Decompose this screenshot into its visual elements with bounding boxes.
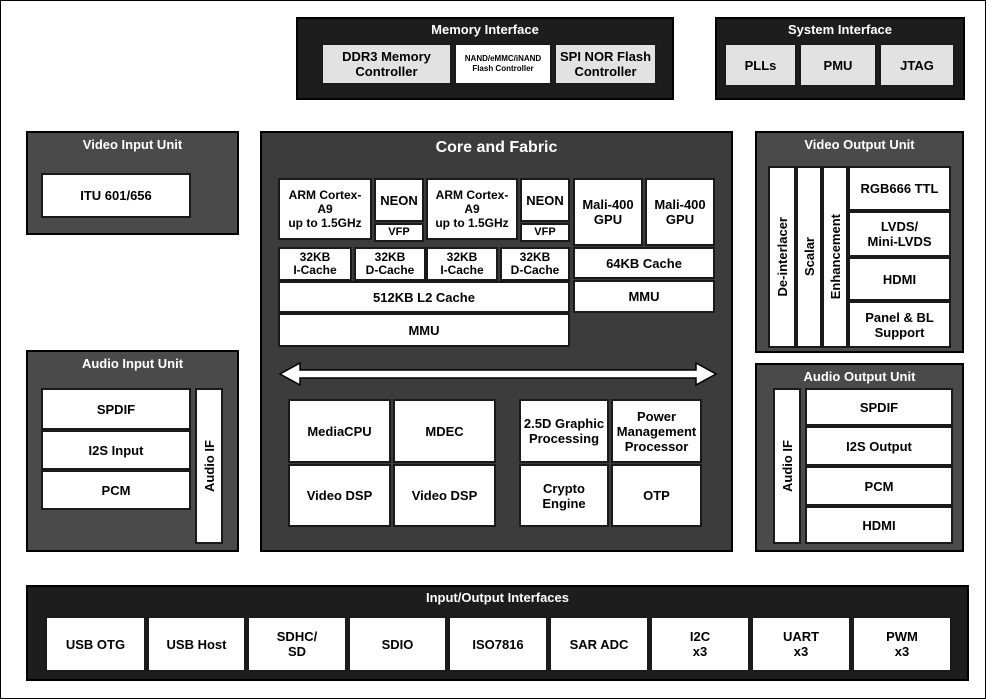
audio-input-if-box: Audio IF	[195, 388, 223, 544]
audio-in-spdif-box: SPDIF	[41, 388, 191, 430]
mediacpu-box: MediaCPU	[288, 399, 391, 463]
audio-output-unit-title: Audio Output Unit	[803, 369, 916, 384]
audio-input-if-label: Audio IF	[201, 440, 217, 492]
audio-input-unit-panel: Audio Input Unit SPDIF I2S Input PCM Aud…	[26, 350, 239, 552]
uart-box: UART x3	[751, 616, 851, 672]
sdhc-sd-box: SDHC/ SD	[247, 616, 347, 672]
nand-flash-controller: NAND/eMMC/iNAND Flash Controller	[454, 43, 552, 85]
cpu0-arm-cortex-a9: ARM Cortex- A9 up to 1.5GHz	[278, 178, 372, 240]
cpu0-d-cache: 32KB D-Cache	[354, 247, 426, 281]
gpu1-mali-400: Mali-400 GPU	[645, 178, 715, 246]
usb-otg-box: USB OTG	[45, 616, 146, 672]
gpu0-mali-400: Mali-400 GPU	[573, 178, 643, 246]
pmu-box: PMU	[799, 43, 877, 87]
cpu1-vfp: VFP	[520, 223, 570, 242]
audio-input-unit-title: Audio Input Unit	[81, 356, 184, 371]
video-output-unit-panel: Video Output Unit De-interlacer Scalar E…	[755, 131, 964, 353]
crypto-engine-box: Crypto Engine	[519, 464, 609, 527]
cpu0-i-cache: 32KB I-Cache	[278, 247, 352, 281]
memory-interface-title: Memory Interface	[431, 22, 539, 37]
graphic-processing-box: 2.5D Graphic Processing	[519, 399, 609, 463]
enhancement-label: Enhancement	[827, 214, 843, 300]
spi-nor-flash-controller: SPI NOR Flash Controller	[554, 43, 657, 85]
cpu1-neon: NEON	[520, 178, 570, 222]
de-interlacer-label: De-interlacer	[774, 217, 790, 297]
video-dsp-box-1: Video DSP	[288, 464, 391, 527]
cpu1-i-cache: 32KB I-Cache	[426, 247, 498, 281]
video-output-unit-title: Video Output Unit	[804, 137, 915, 152]
core-and-fabric-panel: Core and Fabric ARM Cortex- A9 up to 1.5…	[260, 131, 733, 552]
cpu0-neon: NEON	[374, 178, 424, 222]
i2s-output-box: I2S Output	[805, 426, 953, 466]
cpu1-d-cache: 32KB D-Cache	[500, 247, 570, 281]
bus-double-arrow	[278, 361, 718, 387]
scalar-box: Scalar	[796, 166, 822, 348]
io-interfaces-title: Input/Output Interfaces	[426, 590, 569, 605]
otp-box: OTP	[611, 464, 702, 527]
plls-box: PLLs	[724, 43, 797, 87]
audio-out-hdmi-box: HDMI	[805, 506, 953, 544]
sdio-box: SDIO	[348, 616, 447, 672]
audio-output-if-label: Audio IF	[779, 440, 795, 492]
audio-output-unit-panel: Audio Output Unit Audio IF SPDIF I2S Out…	[755, 363, 964, 552]
lvds-mini-lvds-box: LVDS/ Mini-LVDS	[848, 211, 951, 257]
video-input-unit-title: Video Input Unit	[82, 137, 183, 152]
io-interfaces-panel: Input/Output Interfaces USB OTG USB Host…	[26, 585, 969, 681]
sar-adc-box: SAR ADC	[549, 616, 649, 672]
pwm-box: PWM x3	[852, 616, 952, 672]
audio-output-if-box: Audio IF	[773, 388, 801, 544]
ddr3-memory-controller: DDR3 Memory Controller	[321, 43, 452, 85]
rgb666-ttl-box: RGB666 TTL	[848, 166, 951, 211]
power-management-processor-box: Power Management Processor	[611, 399, 702, 463]
mdec-box: MDEC	[393, 399, 496, 463]
audio-in-pcm-box: PCM	[41, 470, 191, 510]
gpu-cache-box: 64KB Cache	[573, 247, 715, 279]
l2-cache-box: 512KB L2 Cache	[278, 281, 570, 313]
memory-interface-panel: Memory Interface DDR3 Memory Controller …	[296, 17, 674, 100]
audio-out-pcm-box: PCM	[805, 466, 953, 506]
audio-out-spdif-box: SPDIF	[805, 388, 953, 426]
gpu-mmu-box: MMU	[573, 280, 715, 313]
usb-host-box: USB Host	[147, 616, 246, 672]
iso7816-box: ISO7816	[448, 616, 548, 672]
de-interlacer-box: De-interlacer	[768, 166, 796, 348]
i2c-box: I2C x3	[650, 616, 750, 672]
video-input-unit-panel: Video Input Unit ITU 601/656	[26, 131, 239, 235]
video-out-hdmi-box: HDMI	[848, 257, 951, 301]
cpu1-arm-cortex-a9: ARM Cortex- A9 up to 1.5GHz	[426, 178, 518, 240]
cpu-mmu-box: MMU	[278, 313, 570, 347]
enhancement-box: Enhancement	[822, 166, 848, 348]
core-and-fabric-title: Core and Fabric	[435, 139, 558, 156]
system-interface-title: System Interface	[787, 22, 893, 37]
i2s-input-box: I2S Input	[41, 430, 191, 470]
jtag-box: JTAG	[879, 43, 955, 87]
itu-601-656-box: ITU 601/656	[41, 173, 191, 218]
scalar-label: Scalar	[801, 237, 817, 277]
system-interface-panel: System Interface PLLs PMU JTAG	[715, 17, 965, 100]
cpu0-vfp: VFP	[374, 223, 424, 242]
video-dsp-box-2: Video DSP	[393, 464, 496, 527]
panel-bl-support-box: Panel & BL Support	[848, 301, 951, 348]
